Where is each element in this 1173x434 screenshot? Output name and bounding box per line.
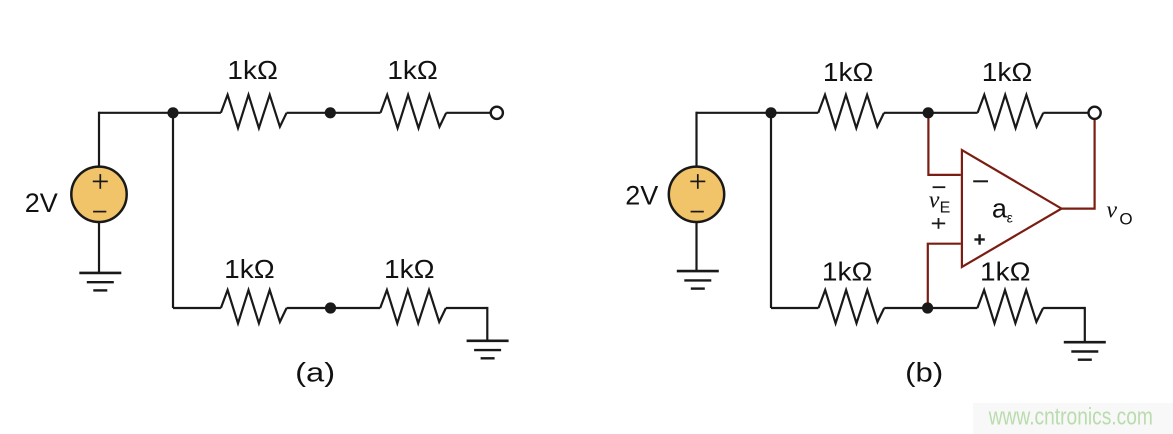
svg-text:v: v xyxy=(929,187,940,213)
svg-text:1kΩ: 1kΩ xyxy=(227,55,278,85)
svg-text:2V: 2V xyxy=(625,180,658,210)
svg-text:1kΩ: 1kΩ xyxy=(980,257,1031,287)
svg-text:1kΩ: 1kΩ xyxy=(823,57,874,87)
svg-text:O: O xyxy=(1119,210,1132,229)
svg-text:2V: 2V xyxy=(25,188,58,218)
svg-text:(a): (a) xyxy=(295,358,335,388)
svg-text:a: a xyxy=(992,194,1008,224)
svg-text:E: E xyxy=(940,199,951,216)
svg-text:(b): (b) xyxy=(905,358,943,388)
svg-text:1kΩ: 1kΩ xyxy=(224,254,275,284)
svg-text:1kΩ: 1kΩ xyxy=(387,55,438,85)
svg-text:ε: ε xyxy=(1007,209,1013,225)
svg-text:1kΩ: 1kΩ xyxy=(384,254,435,284)
svg-text:1kΩ: 1kΩ xyxy=(982,57,1033,87)
svg-text:v: v xyxy=(1106,198,1117,224)
svg-text:www.cntronics.com: www.cntronics.com xyxy=(988,403,1153,431)
svg-text:1kΩ: 1kΩ xyxy=(822,257,873,287)
